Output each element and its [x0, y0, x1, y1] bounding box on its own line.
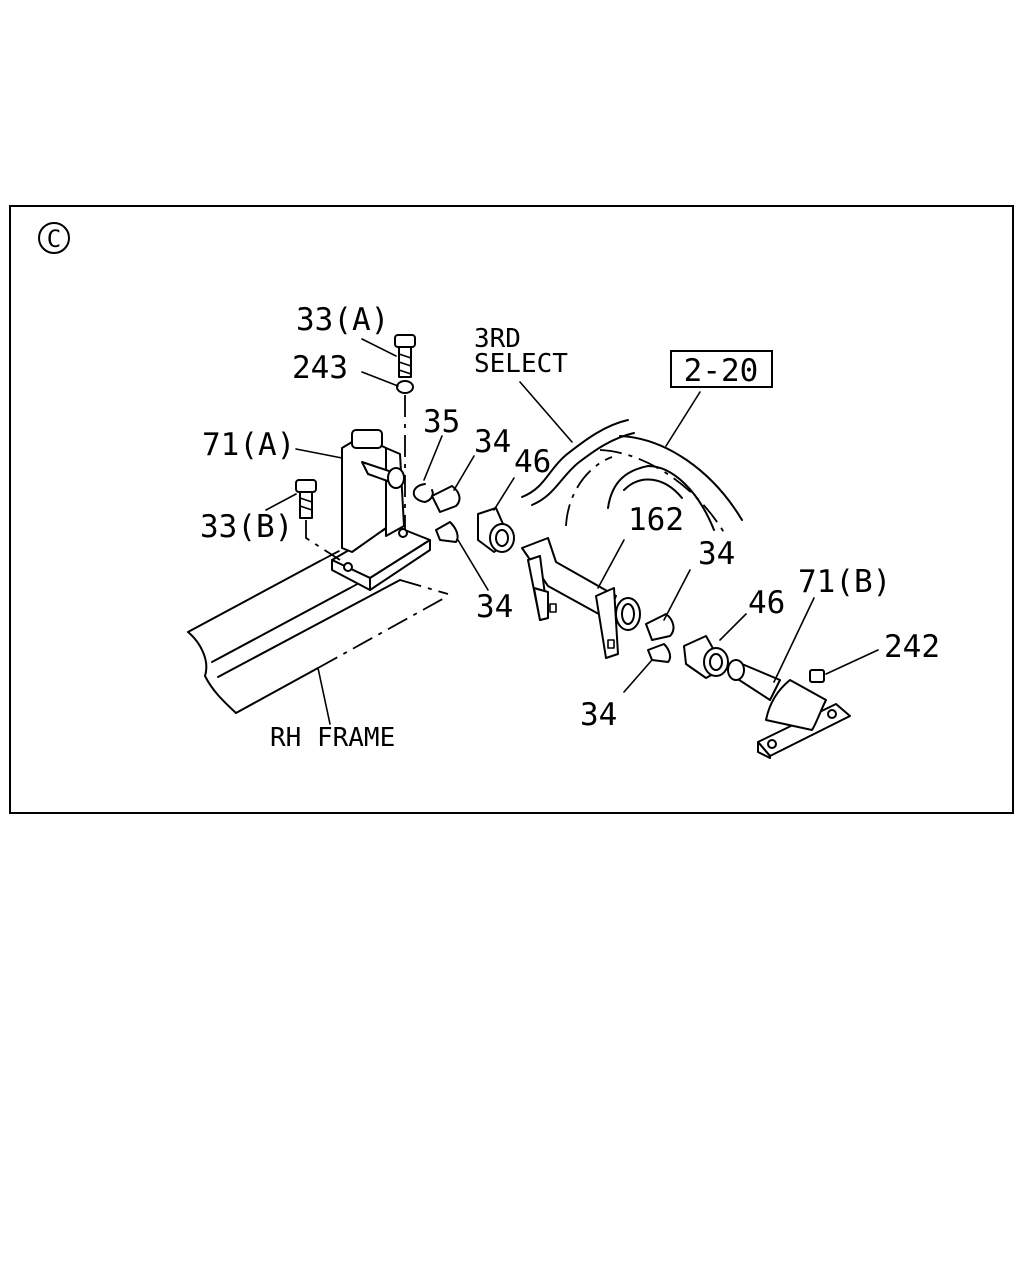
rubber-bushing-right	[683, 635, 729, 679]
third-select-cable	[521, 419, 635, 506]
label-grease-nipple: 242	[884, 629, 940, 665]
bushing-lower-left	[435, 521, 459, 543]
reference-box[interactable]: 2-20	[670, 350, 773, 389]
label-washer: 243	[292, 350, 348, 386]
label-bushing-lower-left: 34	[476, 589, 513, 625]
leader-lines	[265, 338, 879, 725]
label-rh-frame: RH FRAME	[270, 723, 395, 753]
bushing-upper-right	[645, 613, 675, 641]
bushing-upper-left	[431, 485, 461, 513]
rh-frame-beam	[187, 539, 449, 714]
bolt-a	[394, 334, 416, 378]
diagram-frame	[9, 205, 1014, 814]
section-marker: C	[38, 222, 70, 254]
label-third-select-1: 3RD	[474, 324, 521, 354]
bushing-lower-right	[647, 643, 672, 663]
snap-ring	[412, 483, 434, 503]
label-bushing-lower-right: 34	[580, 697, 617, 733]
label-rubber-right: 46	[748, 585, 785, 621]
label-shaft: 162	[628, 502, 684, 538]
section-marker-text: C	[47, 225, 61, 253]
washer	[396, 380, 414, 394]
label-rubber-left: 46	[514, 444, 551, 480]
label-bracket-a: 71(A)	[202, 427, 295, 463]
reference-box-label: 2-20	[684, 353, 759, 389]
bracket-a	[331, 429, 431, 591]
label-third-select-2: SELECT	[474, 349, 568, 379]
rubber-bushing-left	[477, 507, 515, 553]
bolt-b-axis	[305, 520, 341, 561]
bolt-b	[295, 479, 317, 519]
label-bushing-upper-left: 34	[474, 424, 511, 460]
label-bushing-upper-right: 34	[698, 536, 735, 572]
arc-lines	[565, 435, 743, 537]
shaft	[521, 537, 641, 659]
label-bolt-a: 33(A)	[296, 302, 389, 338]
grease-nipple	[809, 669, 825, 683]
label-bolt-b: 33(B)	[200, 509, 293, 545]
bracket-b	[727, 659, 851, 759]
label-bracket-b: 71(B)	[798, 564, 891, 600]
label-snap-ring: 35	[423, 404, 460, 440]
